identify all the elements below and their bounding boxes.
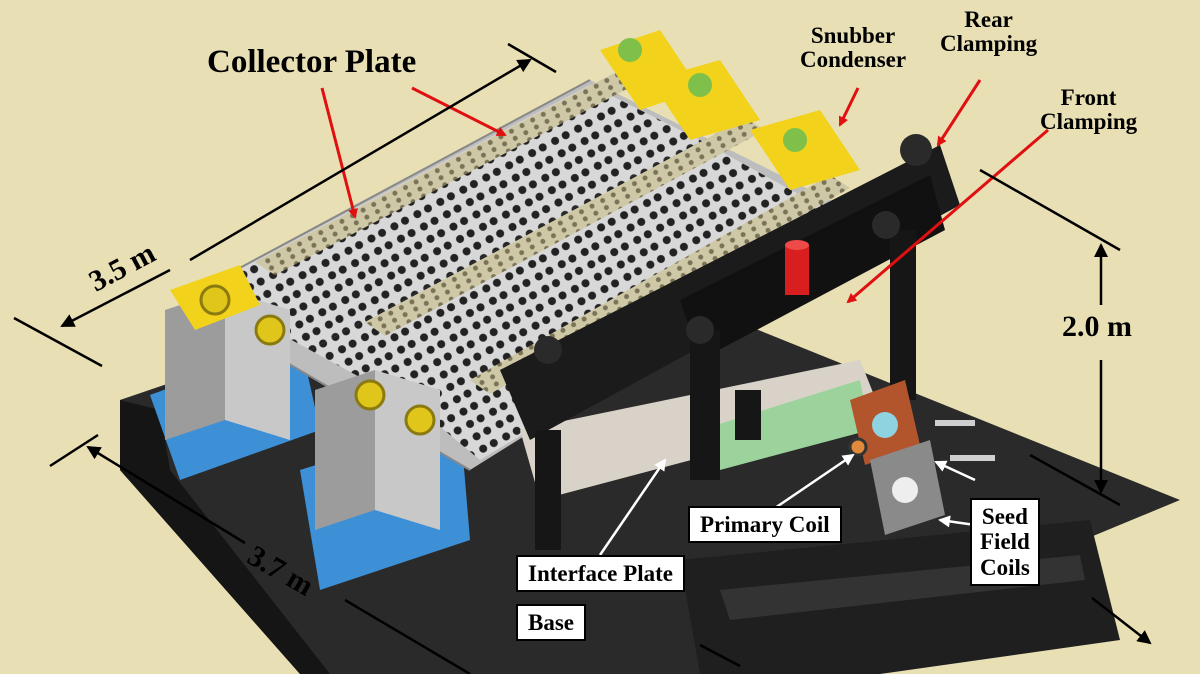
front-clamping-label: Front Clamping [1040, 85, 1138, 135]
depth-arrow-left [699, 643, 741, 668]
front-clamping-line1: Front [1060, 85, 1117, 110]
depth-arrow-right [1091, 597, 1152, 645]
snubber-condenser-line1: Snubber [810, 23, 896, 48]
snubber-condenser-line2: Condenser [800, 47, 907, 73]
length-arrow-right [189, 58, 532, 262]
front-clamping-pointer [846, 128, 1049, 304]
white-pointers [598, 453, 976, 556]
dimension-lines [13, 42, 1152, 674]
snubber-condensers [170, 30, 860, 436]
collector-plate-pointer-left [320, 87, 358, 219]
seed-field-coils-pointer-lower [938, 515, 976, 528]
seed-field-coils-line3: Coils [980, 554, 1030, 580]
primary-coil-label: Primary Coil [688, 506, 842, 544]
length-extension-right [507, 42, 557, 74]
rear-clamping-line1: Rear [964, 7, 1013, 32]
height-extension-top [979, 168, 1121, 252]
interface-plate-pointer [598, 458, 667, 556]
primary-coil-assembly [848, 380, 995, 535]
rear-clamping-line2: Clamping [940, 31, 1038, 57]
seed-field-coils-line1: Seed [981, 504, 1028, 529]
base-label: Base [516, 604, 586, 642]
snubber-condenser-label: Snubber Condenser [800, 23, 907, 73]
primary-coil-pointer [774, 453, 855, 510]
seed-field-coils-pointer-upper [934, 460, 976, 482]
height-extension-bottom [1029, 453, 1121, 507]
width-arrow-right [344, 598, 471, 674]
width-extension-left [49, 433, 99, 468]
collector-plate-label: Collector Plate [207, 44, 417, 80]
snubber-condenser-pointer [838, 87, 860, 127]
height-dimension-label: 2.0 m [1062, 310, 1132, 343]
rear-clamping-label: Rear Clamping [940, 7, 1038, 57]
front-clamping-line2: Clamping [1040, 109, 1138, 135]
red-pointers [320, 79, 1049, 304]
interface-plate-label: Interface Plate [516, 555, 685, 593]
length-arrow-left [60, 268, 171, 328]
seed-field-coils-line2: Field [980, 529, 1030, 555]
clamping-frame [500, 134, 960, 550]
collector-plate-assembly [179, 70, 870, 471]
length-extension-left [13, 316, 103, 368]
width-arrow-left [86, 445, 246, 545]
collector-plate-pointer-right [411, 86, 507, 137]
rear-clamping-pointer [936, 79, 982, 147]
seed-field-coils-label: Seed Field Coils [970, 498, 1040, 586]
